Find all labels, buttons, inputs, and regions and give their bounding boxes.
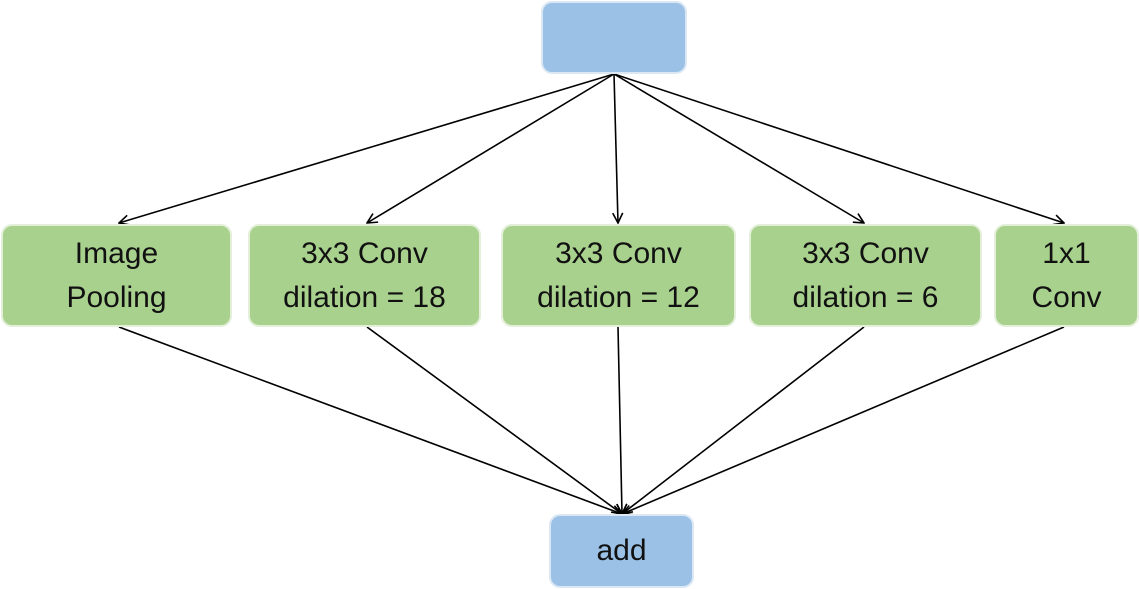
image-pooling-node: Image Pooling: [1, 224, 232, 327]
edge-image-pooling-to-add: [118, 326, 622, 514]
edge-conv-1x1-to-add: [622, 326, 1065, 514]
edge-input-to-conv-d6: [613, 73, 864, 223]
conv-3x3-dilation-12-node: 3x3 Conv dilation = 12: [501, 224, 736, 327]
edge-input-to-conv-d12: [614, 73, 618, 223]
input-node: [541, 1, 687, 74]
edge-input-to-image-pooling: [119, 73, 615, 223]
conv-1x1-node: 1x1 Conv: [994, 224, 1139, 327]
edge-input-to-conv-d18: [367, 73, 615, 223]
edge-input-to-conv-1x1: [613, 73, 1064, 223]
edge-conv-d6-to-add: [622, 326, 865, 514]
conv-3x3-dilation-6-node: 3x3 Conv dilation = 6: [749, 224, 982, 327]
edge-conv-d12-to-add: [618, 326, 622, 514]
add-node: add: [549, 514, 694, 588]
edge-conv-d18-to-add: [366, 326, 622, 514]
conv-3x3-dilation-18-node: 3x3 Conv dilation = 18: [248, 224, 481, 327]
